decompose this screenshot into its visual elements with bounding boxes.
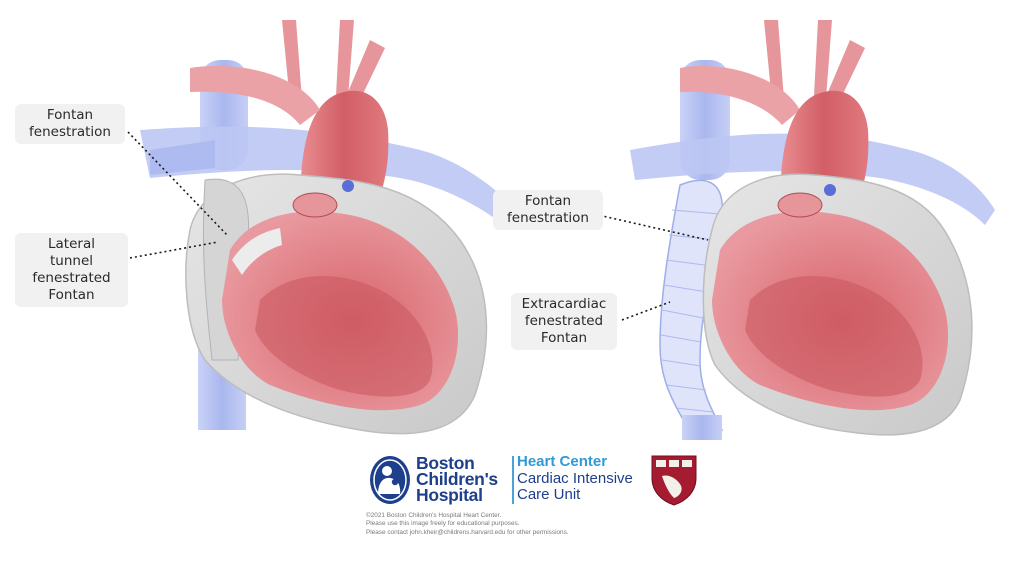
copyright-line: Please contact john.kheir@childrens.harv… xyxy=(366,528,569,536)
label-right-fontan-fenestration: Fontan fenestration xyxy=(493,190,603,230)
hospital-name: Boston Children's Hospital xyxy=(416,453,498,505)
left-septum-band xyxy=(232,228,282,275)
label-line: Lateral tunnel xyxy=(48,236,95,269)
hospital-name-line: Children's xyxy=(416,469,498,489)
left-aortic-valve xyxy=(292,192,338,218)
label-line: fenestrated xyxy=(32,270,111,286)
harvard-shield-icon xyxy=(651,455,697,506)
hospital-name-line: Boston xyxy=(416,453,475,473)
right-aortic-valve xyxy=(777,192,823,218)
hospital-name-line: Hospital xyxy=(416,485,483,505)
unit-line: Care Unit xyxy=(517,486,581,503)
label-line: Fontan xyxy=(540,330,588,346)
left-ventricle-cavity xyxy=(255,276,433,397)
left-aorta-branches xyxy=(282,20,385,102)
right-aorta-branches xyxy=(764,20,865,102)
label-left-fontan-fenestration: Fontan fenestration xyxy=(15,104,125,144)
right-heart-illustration xyxy=(630,20,995,440)
heart-center-title: Heart Center xyxy=(517,453,608,470)
right-aorta-left-arch xyxy=(680,65,800,125)
right-ivc xyxy=(682,415,722,440)
unit-line: Cardiac Intensive xyxy=(517,469,633,487)
left-heart-illustration xyxy=(140,20,520,435)
label-line: fenestrated xyxy=(524,313,604,329)
footer-branding: Boston Children's Hospital Heart Center … xyxy=(366,450,706,536)
copyright-line: Please use this image freely for educati… xyxy=(366,520,520,528)
leader-left-fenestration xyxy=(127,131,229,237)
left-pulmonary-artery xyxy=(140,126,520,230)
heart-center-text: Heart Center Cardiac Intensive Care Unit xyxy=(517,453,633,504)
label-lateral-tunnel-fontan: Lateral tunnel fenestrated Fontan xyxy=(15,233,128,307)
left-pulmonary-branch xyxy=(150,140,215,175)
boston-childrens-logo-icon xyxy=(370,456,410,504)
conduit-rings xyxy=(660,209,721,413)
left-aorta-left-arch xyxy=(190,65,320,125)
label-line: fenestration xyxy=(507,210,589,226)
leader-lines xyxy=(127,131,709,321)
right-ventricle-cavity xyxy=(745,276,923,397)
copyright-line: ©2021 Boston Children's Hospital Heart C… xyxy=(366,512,502,519)
label-extracardiac-fontan: Extracardiac fenestrated Fontan xyxy=(511,293,617,350)
left-pulmonary-stub xyxy=(342,180,354,192)
label-line: fenestration xyxy=(29,124,111,140)
label-line: Fontan xyxy=(48,287,95,303)
right-pulmonary-stub xyxy=(824,184,836,196)
logo-divider xyxy=(512,456,514,504)
copyright-notice: ©2021 Boston Children's Hospital Heart C… xyxy=(366,512,569,537)
label-line: Fontan xyxy=(524,193,572,209)
label-line: Fontan xyxy=(46,107,94,123)
leader-right-fenestration xyxy=(584,211,709,241)
right-pulmonary-artery xyxy=(630,133,995,225)
leader-extracardiac xyxy=(621,301,671,321)
label-line: Extracardiac xyxy=(521,296,607,312)
